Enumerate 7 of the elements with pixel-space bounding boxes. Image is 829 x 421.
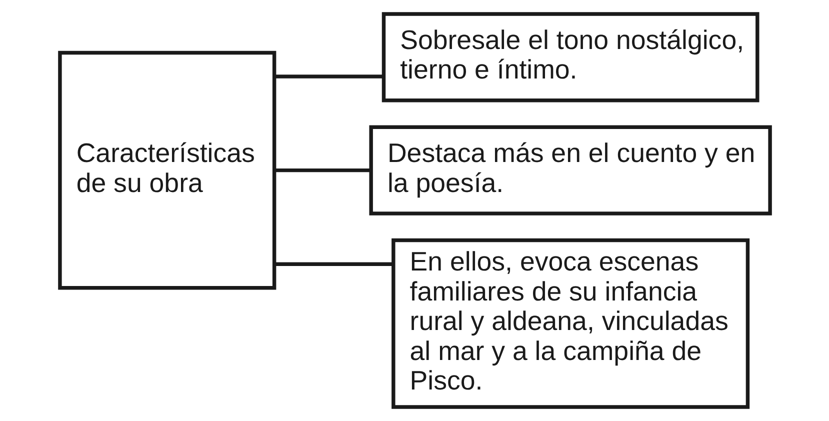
connector xyxy=(274,168,370,172)
node-box: Características de su obra xyxy=(58,50,276,290)
node-box: Sobresale el tono nostálgico, tierno e íntimo. xyxy=(381,12,759,102)
node-box: En ellos, evoca escenas familiares de su infancia rural y aldeana, vinculadas al mar y a la campiña de Pisco. xyxy=(391,238,750,409)
connector xyxy=(274,74,383,78)
node-box: Destaca más en el cuento y en la poesía. xyxy=(368,125,772,216)
connector xyxy=(274,262,393,266)
